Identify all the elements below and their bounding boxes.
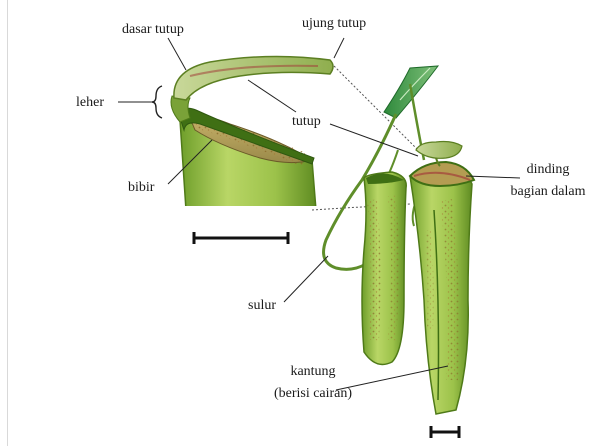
zoom-scale-bar <box>192 232 290 244</box>
label-sulur: sulur <box>248 298 276 313</box>
zoom-detail <box>170 55 334 216</box>
plant-scale-bar <box>429 426 461 438</box>
pointer-lines <box>118 37 521 391</box>
label-leher: leher <box>76 95 104 110</box>
tendril <box>322 113 398 271</box>
label-kantung-line1: kantung <box>290 364 336 379</box>
label-bibir: bibir <box>128 180 155 195</box>
zoom-lid <box>173 55 334 101</box>
label-ujung-tutup: ujung tutup <box>302 16 367 31</box>
label-tutup: tutup <box>292 114 321 129</box>
plant-illustration <box>322 65 476 415</box>
zoom-neck <box>170 95 191 123</box>
zoom-lip <box>179 107 315 165</box>
label-dasar-tutup: dasar tutup <box>122 22 184 37</box>
label-dinding-line1: dinding <box>526 162 570 177</box>
left-border <box>7 0 8 446</box>
label-dinding-line2: bagian dalam <box>510 184 586 199</box>
label-kantung-line2: (berisi cairan) <box>273 386 353 401</box>
